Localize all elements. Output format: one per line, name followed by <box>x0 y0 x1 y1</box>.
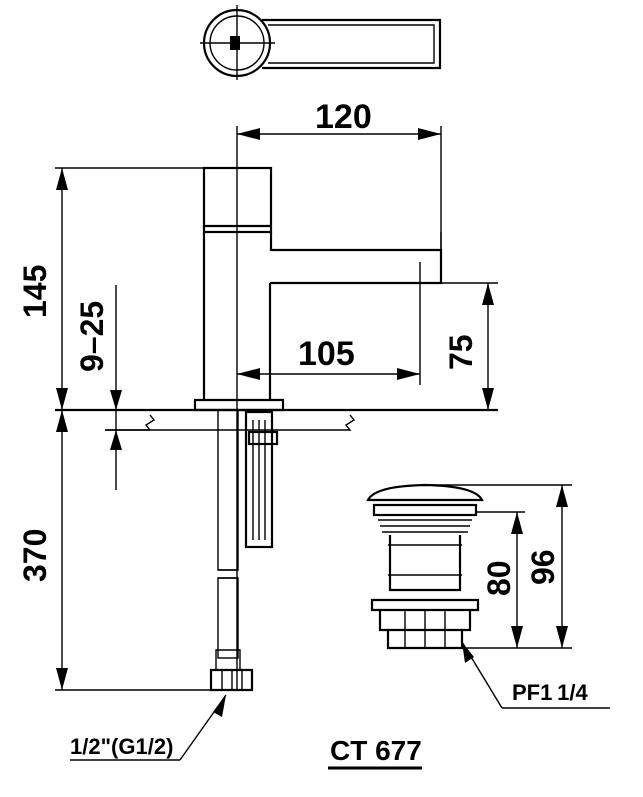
svg-text:1/2"(G1/2): 1/2"(G1/2) <box>70 734 173 759</box>
inlet-thread-part-d: ) <box>166 734 173 759</box>
faucet-side-view <box>55 126 498 692</box>
waste-view <box>366 483 610 709</box>
dim-outlet-reach: 105 <box>298 335 355 373</box>
dim-waste-body-height: 80 <box>481 560 517 596</box>
dim-body-height: 145 <box>17 265 53 318</box>
waste-thread-part-a: PF1 <box>512 680 552 705</box>
dim-deck-thickness: 9–25 <box>74 301 110 372</box>
top-view <box>200 5 442 80</box>
dim-waste-total-height: 96 <box>525 549 561 585</box>
waste-thread-part-b: 1/4 <box>557 680 588 705</box>
inlet-thread-part-b: "(G <box>101 734 136 759</box>
dim-outlet-height: 75 <box>443 334 479 370</box>
dim-spout-reach: 120 <box>315 98 372 136</box>
dim-hose-length: 370 <box>17 529 53 582</box>
model-number: CT 677 <box>330 735 422 766</box>
inlet-thread-label: 1/2"(G1/2) <box>70 734 173 759</box>
dimension-lines <box>55 126 498 761</box>
inlet-thread-part-c: 1/2 <box>135 734 166 759</box>
inlet-thread-part-a: 1/2 <box>70 734 101 759</box>
